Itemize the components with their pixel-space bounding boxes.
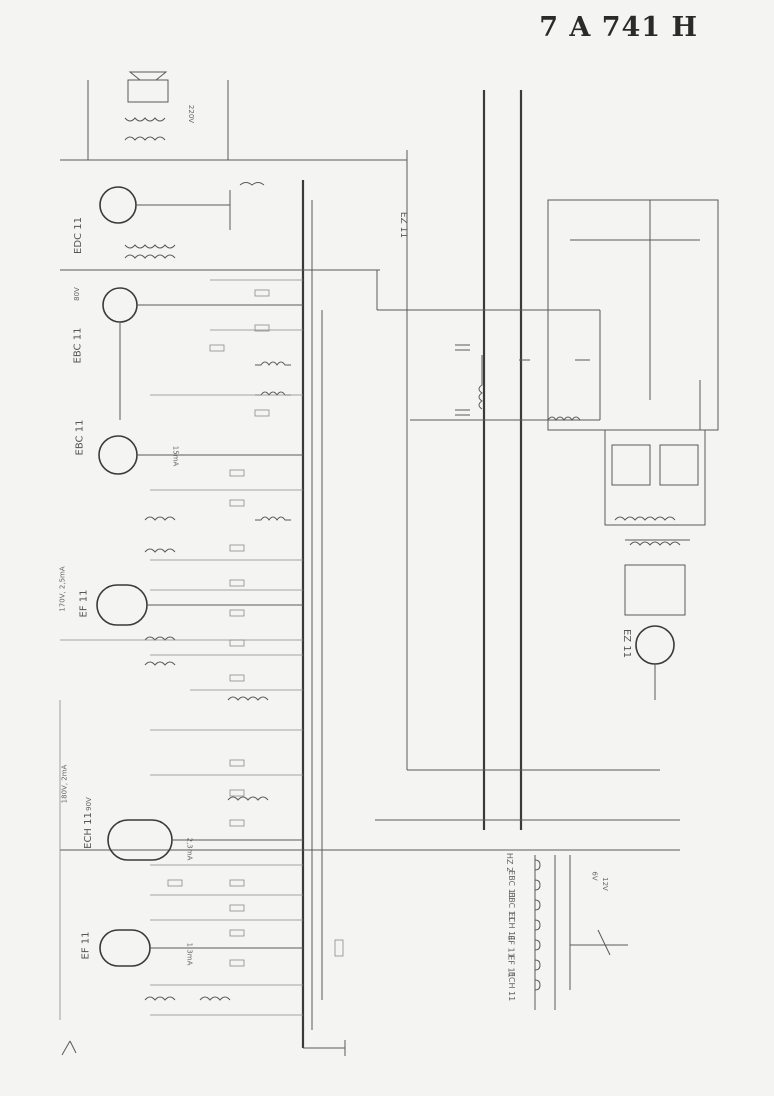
ef11-second-tube: [99, 929, 151, 967]
ech11-tube: [107, 819, 173, 861]
annot-23ma: 2,3mA: [185, 837, 194, 861]
label-ebc11-first: EBC 11: [72, 327, 84, 364]
label-ez11-upper: EZ 11: [398, 211, 409, 239]
label-ech11: ECH 11: [82, 812, 94, 849]
annot-170v: 170V, 2,5mA: [58, 566, 67, 612]
ef11-first-tube: [96, 584, 148, 626]
annot-80v: 80V: [72, 287, 81, 301]
switch-block: [534, 855, 628, 1010]
label-ebc11-second: EBC 11: [74, 419, 86, 456]
label-ez11-lower: EZ 11: [621, 628, 633, 659]
annot-220v: 220V: [187, 104, 196, 124]
component-rows: [59, 279, 344, 1020]
ebc11-second-tube: [98, 435, 138, 475]
annot-6v: 6V: [590, 871, 599, 881]
annot-12v: 12V: [600, 877, 609, 891]
ebc11-first-tube: [102, 287, 138, 323]
label-ef11-second: EF 11: [80, 931, 92, 960]
annot-15ma: 15mA: [171, 445, 180, 467]
antenna-symbol: [61, 1040, 77, 1056]
label-edc11: EDC 11: [72, 217, 84, 254]
edc11-tube: [99, 186, 137, 224]
annot-90v: 90V: [84, 797, 93, 811]
annot-180v: 180V, 2mA: [60, 764, 69, 804]
switch-label: ECH 11: [507, 971, 517, 1002]
ez11-lower-tube: [635, 625, 675, 665]
schematic-title: 7 A 741 H: [539, 12, 698, 43]
annot-13ma: 1,3mA: [185, 942, 194, 966]
label-ef11-first: EF 11: [78, 589, 90, 618]
